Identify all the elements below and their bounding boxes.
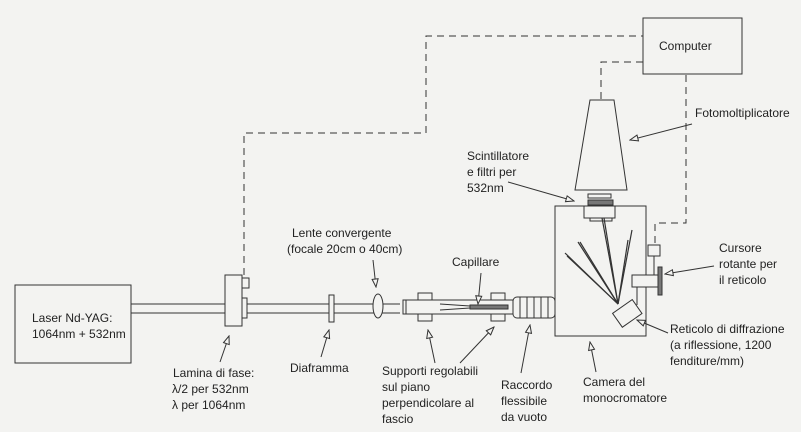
lens-arrow bbox=[373, 259, 376, 287]
diffraction-grating bbox=[611, 298, 643, 328]
waveplate-label-2: λ/2 per 532nm bbox=[172, 382, 249, 396]
filter-2 bbox=[587, 199, 614, 206]
supports-label-3: perpendicolare al bbox=[382, 396, 474, 410]
support-2-bottom bbox=[490, 313, 506, 322]
converging-lens bbox=[372, 293, 384, 319]
chamber-label-1: Camera del bbox=[583, 375, 645, 389]
diaphragm-arrow bbox=[320, 330, 329, 358]
grating-arrow bbox=[637, 320, 669, 334]
waveplate-label-3: λ per 1064nm bbox=[172, 398, 245, 412]
scintillator-label-2: e filtri per bbox=[467, 165, 516, 179]
bellows-arrow bbox=[520, 325, 530, 374]
support-1-bottom bbox=[417, 313, 433, 322]
capillary bbox=[469, 304, 509, 310]
scintillator-holder-base bbox=[589, 217, 613, 222]
capillary-arrow bbox=[478, 272, 481, 304]
capillary-label: Capillare bbox=[452, 255, 500, 269]
chamber-arrow bbox=[590, 342, 597, 373]
support-1-top bbox=[417, 292, 433, 301]
supports-arrow-1 bbox=[428, 330, 436, 364]
grating-label-2: (a riflessione, 1200 bbox=[670, 338, 772, 352]
cursor-label-3: il reticolo bbox=[719, 273, 767, 287]
laser-box bbox=[14, 284, 132, 364]
photomultiplier-arrow bbox=[630, 123, 693, 140]
diaphragm bbox=[328, 294, 335, 323]
diffracted-rays bbox=[564, 217, 633, 305]
cursor-motor bbox=[647, 244, 661, 257]
scintillator-label-3: 532nm bbox=[467, 181, 504, 195]
bellows-label-2: flessibile bbox=[501, 394, 547, 408]
waveplate bbox=[224, 274, 243, 327]
support-2-top bbox=[490, 292, 506, 301]
bellows-label-3: da vuoto bbox=[501, 410, 547, 424]
chamber-label-2: monocromatore bbox=[583, 391, 667, 405]
bellows-label-1: Raccordo bbox=[501, 378, 553, 392]
cursor-knob bbox=[657, 266, 663, 296]
waveplate-mount bbox=[241, 297, 248, 319]
waveplate-label-1: Lamina di fase: bbox=[173, 366, 254, 380]
photomultiplier-label: Fotomoltiplicatore bbox=[695, 106, 790, 120]
scintillator-holder bbox=[583, 205, 616, 219]
waveplate-arrow bbox=[219, 336, 229, 363]
scintillator-label-1: Scintillatore bbox=[467, 149, 529, 163]
cursor-label-2: rotante per bbox=[719, 257, 777, 271]
supports-arrow-2 bbox=[459, 327, 494, 364]
supports-label-1: Supporti regolabili bbox=[382, 364, 478, 378]
computer-label: Computer bbox=[659, 39, 712, 53]
laser-label-1: Laser Nd-YAG: bbox=[32, 311, 112, 325]
computer-box bbox=[642, 17, 743, 75]
lens-label-1: Lente convergente bbox=[292, 226, 392, 240]
scintillator-arrow bbox=[507, 181, 574, 201]
cursor-label-1: Cursore bbox=[719, 241, 762, 255]
laser-label-2: 1064nm + 532nm bbox=[32, 327, 126, 341]
cable-pmt-computer bbox=[600, 61, 643, 100]
photomultiplier bbox=[574, 99, 628, 191]
cable-cursor-computer bbox=[654, 75, 687, 245]
waveplate-motor bbox=[241, 277, 250, 289]
supports-label-4: fascio bbox=[382, 412, 414, 426]
cable-waveplate-computer bbox=[243, 35, 643, 275]
grating-label-1: Reticolo di diffrazione bbox=[670, 322, 785, 336]
supports-label-2: sul piano bbox=[382, 380, 430, 394]
flexible-vacuum-bellows bbox=[512, 296, 556, 319]
diaphragm-label: Diaframma bbox=[290, 361, 349, 375]
grating-label-3: fenditure/mm) bbox=[670, 354, 744, 368]
filter-1 bbox=[587, 193, 612, 199]
cursor-shaft bbox=[631, 274, 659, 288]
lens-label-2: (focale 20cm o 40cm) bbox=[287, 242, 402, 256]
cursor-arrow bbox=[665, 265, 715, 274]
